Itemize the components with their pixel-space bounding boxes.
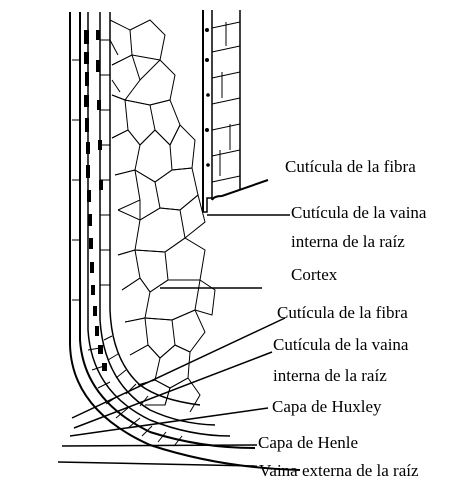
upper-column-dots [205,28,210,167]
label-cuticula-vaina-top-1: Cutícula de la vaina [291,203,427,222]
leader-henle [62,445,257,446]
root-outer-layers [70,12,300,470]
cuticula-fibra-outline [110,12,200,405]
vaina-externa-outline [70,12,300,470]
label-vaina-externa: Vaina externa de la raíz [259,461,419,480]
label-capa-huxley: Capa de Huxley [272,397,382,416]
cortex-cells [110,20,215,412]
label-cuticula-vaina-2-2: interna de la raíz [273,366,387,385]
labels: Cutícula de la fibra Cutícula de la vain… [258,157,427,480]
capa-henle-outline [80,12,255,448]
label-cuticula-vaina-top-2: interna de la raíz [291,232,405,251]
label-capa-henle: Capa de Henle [258,433,358,452]
sheath-cell-divisions [72,40,110,300]
upper-sheath-column [203,10,268,212]
label-cuticula-vaina-2-1: Cutícula de la vaina [273,335,409,354]
label-cortex: Cortex [291,265,338,284]
label-cuticula-fibra-top: Cutícula de la fibra [285,157,416,176]
label-cuticula-fibra-2: Cutícula de la fibra [277,303,408,322]
cuticula-vaina-outline [100,12,215,425]
